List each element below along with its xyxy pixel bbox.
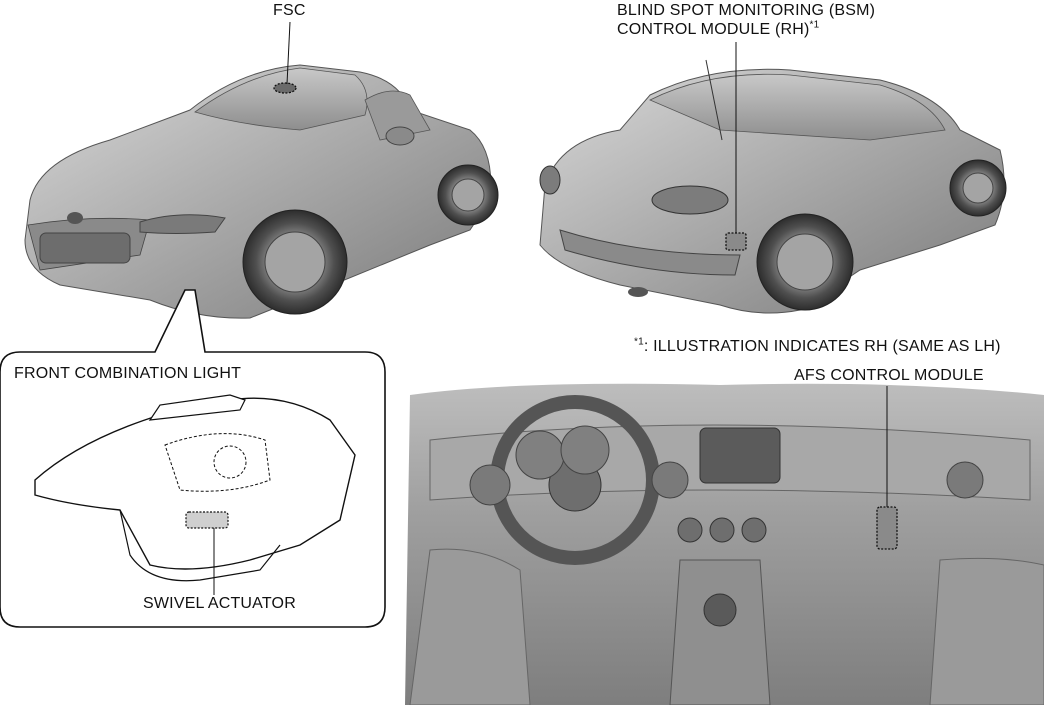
- footnote-text: : ILLUSTRATION INDICATES RH (SAME AS LH): [643, 338, 1001, 355]
- bsm-label-line2: CONTROL MODULE (RH)*1: [617, 20, 819, 40]
- afs-control-module-label: AFS CONTROL MODULE: [794, 367, 984, 384]
- front-combination-light-inset: [0, 289, 386, 628]
- front-view-car: [24, 64, 499, 319]
- bsm-footnote-ref: *1: [809, 19, 820, 31]
- footnote-ref: *1: [634, 336, 644, 348]
- fsc-label: FSC: [273, 2, 306, 19]
- fsc-leader: [286, 21, 291, 85]
- footnote: *1: ILLUSTRATION INDICATES RH (SAME AS L…: [634, 337, 1001, 357]
- leader-lines: [286, 21, 888, 507]
- rear-view-car: [539, 59, 1007, 314]
- bsm-label-line1: BLIND SPOT MONITORING (BSM): [617, 2, 876, 19]
- front-combination-light-label: FRONT COMBINATION LIGHT: [14, 365, 242, 382]
- interior-view: [405, 383, 1044, 705]
- bsm-label-text: CONTROL MODULE (RH): [617, 21, 810, 38]
- swivel-actuator-label: SWIVEL ACTUATOR: [143, 595, 296, 612]
